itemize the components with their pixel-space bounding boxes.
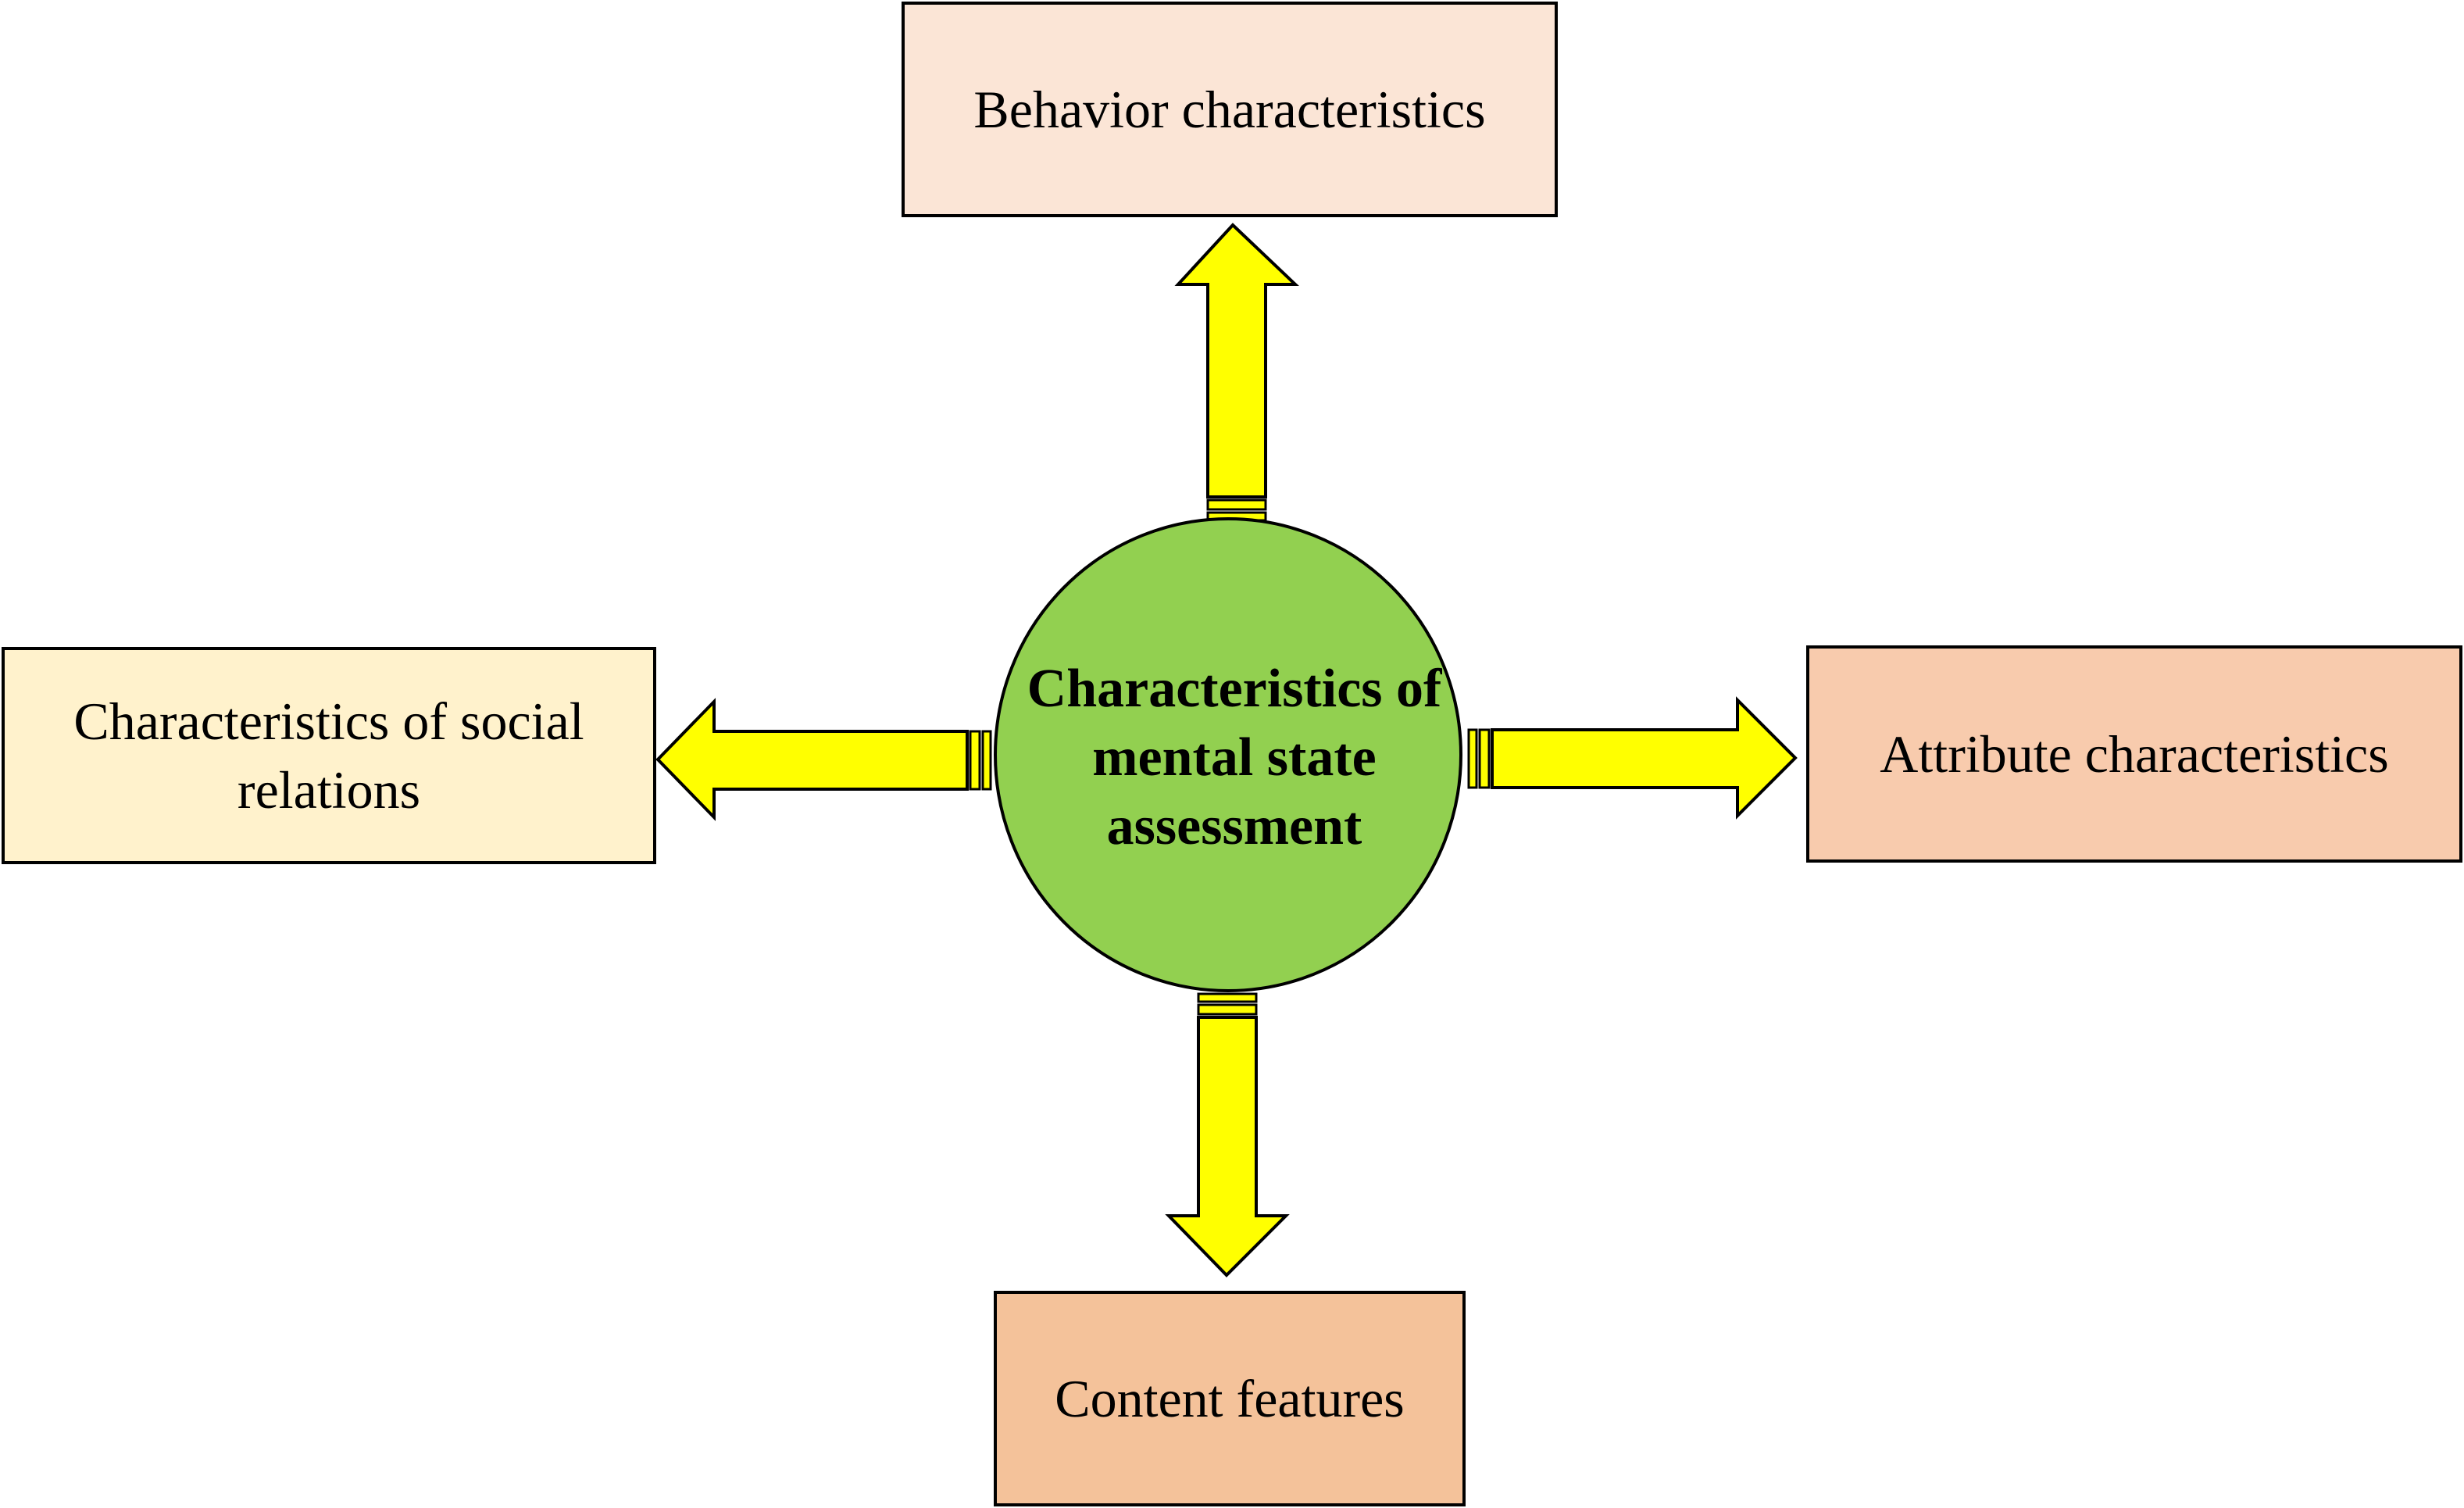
arrow-down-tail-2 [1197, 1003, 1258, 1016]
arrow-to-bottom [1165, 992, 1290, 1278]
node-content-features-label: Content features [1055, 1369, 1405, 1428]
arrow-down-tail-1 [1197, 992, 1258, 1003]
arrow-to-right [1467, 696, 1798, 820]
arrow-left-tail-2 [981, 730, 992, 791]
node-behavior-characteristics-label: Behavior characteristics [973, 80, 1486, 139]
arrow-to-left [655, 698, 992, 821]
node-content-features: Content features [994, 1291, 1466, 1506]
arrow-right-shape [1491, 696, 1798, 820]
center-node-label-container: Characteristics of mental state assessme… [1000, 641, 1469, 875]
arrow-right-tail-2 [1478, 728, 1491, 789]
center-node-label: Characteristics of mental state assessme… [1027, 659, 1442, 856]
arrow-left-tail-1 [969, 730, 981, 791]
node-social-relations-label: Characteristics of social relations [73, 691, 584, 820]
node-behavior-characteristics: Behavior characteristics [902, 2, 1558, 217]
arrow-left-shape [655, 698, 969, 821]
node-attribute-characteristics-label: Attribute characteristics [1880, 724, 2389, 784]
arrow-up-tail-1 [1206, 498, 1267, 511]
arrow-to-top [1174, 223, 1300, 522]
center-circle [994, 517, 1462, 992]
node-attribute-characteristics: Attribute characteristics [1806, 645, 2462, 863]
arrow-right-tail-1 [1467, 728, 1478, 789]
node-social-relations: Characteristics of social relations [2, 647, 656, 864]
arrow-up-shape [1174, 223, 1300, 498]
arrow-down-shape [1165, 1016, 1290, 1278]
